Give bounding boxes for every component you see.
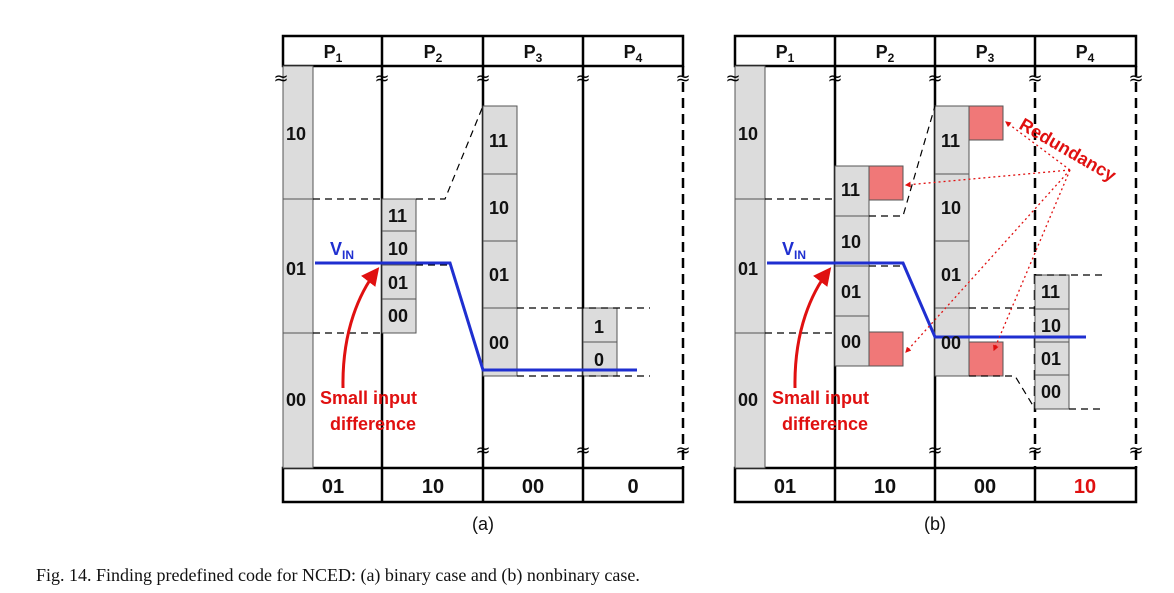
svg-text:≈: ≈ bbox=[1027, 68, 1042, 89]
b-p3-level: 00 bbox=[941, 333, 961, 353]
redundancy-box-p2-bottom bbox=[868, 331, 904, 367]
svg-text:≈: ≈ bbox=[1128, 68, 1143, 89]
panel-a-p1-column bbox=[282, 65, 314, 469]
b-p4-level: 11 bbox=[1041, 282, 1060, 302]
b-code-3: 00 bbox=[974, 476, 996, 498]
b-p3-level: 01 bbox=[941, 265, 961, 285]
a-p3-level: 00 bbox=[489, 333, 509, 353]
b-p4-level: 01 bbox=[1041, 349, 1061, 369]
a-p2-level: 10 bbox=[388, 239, 408, 259]
b-p1-level: 01 bbox=[738, 259, 758, 279]
b-p4-level: 10 bbox=[1041, 316, 1061, 336]
a-p3-level: 10 bbox=[489, 198, 509, 218]
panel-b-small-diff-arrow bbox=[793, 267, 832, 389]
b-phase-4: P4 bbox=[1076, 42, 1095, 65]
a-p4-level: 1 bbox=[594, 317, 604, 337]
panel-a-vin-label: VIN bbox=[330, 239, 354, 262]
svg-text:≈: ≈ bbox=[827, 68, 842, 89]
a-code-2: 10 bbox=[422, 476, 444, 498]
svg-text:≈: ≈ bbox=[675, 440, 690, 461]
a-code-4: 0 bbox=[627, 476, 638, 498]
b-code-2: 10 bbox=[874, 476, 896, 498]
panel-b-vin-label: VIN bbox=[782, 239, 806, 262]
svg-text:≈: ≈ bbox=[1027, 440, 1042, 461]
a-p2-level: 00 bbox=[388, 306, 408, 326]
a-annotation-line1: Small input bbox=[320, 388, 417, 408]
svg-text:≈: ≈ bbox=[927, 68, 942, 89]
a-p1-level: 10 bbox=[286, 124, 306, 144]
a-phase-3: P3 bbox=[524, 42, 543, 65]
svg-text:≈: ≈ bbox=[273, 68, 288, 89]
b-code-1: 01 bbox=[774, 476, 796, 498]
a-p3-level: 11 bbox=[489, 131, 508, 151]
a-p2-level: 01 bbox=[388, 273, 408, 293]
redundancy-label: Redundancy bbox=[1016, 114, 1120, 185]
b-p4-level: 00 bbox=[1041, 382, 1061, 402]
svg-text:≈: ≈ bbox=[927, 440, 942, 461]
b-p3-level: 10 bbox=[941, 198, 961, 218]
panel-a: ≈ ≈ ≈ ≈ ≈ ≈ ≈ ≈ bbox=[273, 34, 691, 504]
b-p2-level: 11 bbox=[841, 180, 860, 200]
panel-a-subtitle: (a) bbox=[472, 514, 494, 534]
a-phase-1: P1 bbox=[324, 42, 343, 65]
a-code-3: 00 bbox=[522, 476, 544, 498]
svg-text:≈: ≈ bbox=[374, 68, 389, 89]
svg-text:≈: ≈ bbox=[1128, 440, 1143, 461]
b-annotation-line2: difference bbox=[782, 414, 868, 434]
b-phase-3: P3 bbox=[976, 42, 995, 65]
b-p2-level: 10 bbox=[841, 232, 861, 252]
a-annotation-line2: difference bbox=[330, 414, 416, 434]
b-p3-level: 11 bbox=[941, 131, 960, 151]
panel-b: ≈ ≈ ≈ ≈ ≈ ≈ ≈ ≈ bbox=[725, 34, 1144, 504]
redundancy-box-p2-top bbox=[868, 165, 904, 201]
a-p1-level: 00 bbox=[286, 390, 306, 410]
a-phase-4: P4 bbox=[624, 42, 643, 65]
figure-caption: Fig. 14. Finding predefined code for NCE… bbox=[36, 565, 640, 585]
svg-text:≈: ≈ bbox=[475, 440, 490, 461]
b-phase-2: P2 bbox=[876, 42, 895, 65]
a-code-1: 01 bbox=[322, 476, 344, 498]
panel-a-small-diff-arrow bbox=[341, 267, 380, 389]
b-p2-level: 01 bbox=[841, 282, 861, 302]
svg-text:≈: ≈ bbox=[475, 68, 490, 89]
svg-text:≈: ≈ bbox=[725, 68, 740, 89]
a-p4-level: 0 bbox=[594, 350, 604, 370]
panel-b-p1-column bbox=[734, 65, 766, 469]
a-p1-level: 01 bbox=[286, 259, 306, 279]
redundancy-boxes bbox=[868, 105, 1004, 377]
b-code-4: 10 bbox=[1074, 476, 1096, 498]
b-p1-level: 10 bbox=[738, 124, 758, 144]
a-p2-level: 11 bbox=[388, 206, 407, 226]
a-p3-level: 01 bbox=[489, 265, 509, 285]
a-phase-2: P2 bbox=[424, 42, 443, 65]
b-phase-1: P1 bbox=[776, 42, 795, 65]
svg-text:≈: ≈ bbox=[575, 440, 590, 461]
b-annotation-line1: Small input bbox=[772, 388, 869, 408]
panel-a-vin-trace bbox=[315, 261, 637, 372]
svg-text:≈: ≈ bbox=[575, 68, 590, 89]
redundancy-arrows bbox=[904, 121, 1071, 353]
b-p2-level: 00 bbox=[841, 332, 861, 352]
b-p1-level: 00 bbox=[738, 390, 758, 410]
panel-b-subtitle: (b) bbox=[924, 514, 946, 534]
redundancy-box-p3-top bbox=[968, 105, 1004, 141]
svg-text:≈: ≈ bbox=[675, 68, 690, 89]
panel-b-vin-trace bbox=[767, 261, 1086, 339]
